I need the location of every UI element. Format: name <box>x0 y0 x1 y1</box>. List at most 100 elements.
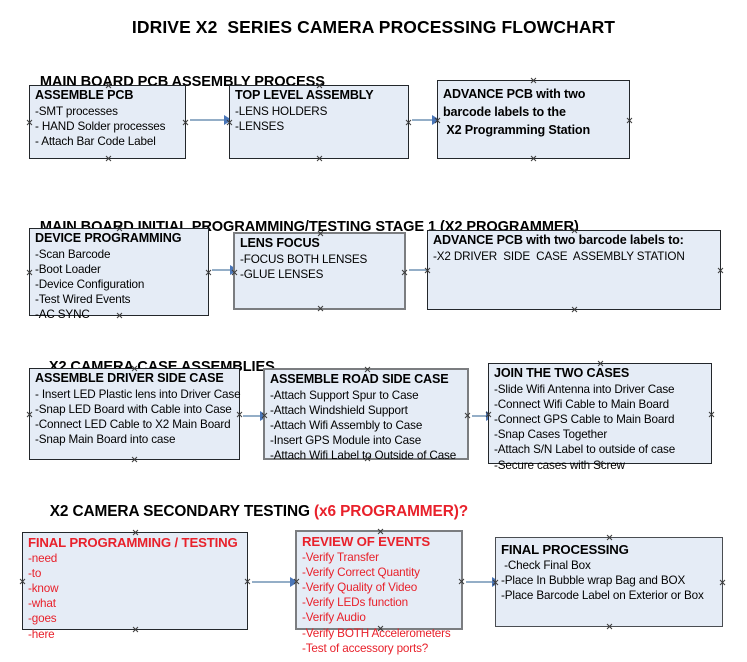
connector-handle-right <box>236 411 243 418</box>
connector-handle-right <box>405 119 412 126</box>
box-line: -SMT processes <box>35 104 118 118</box>
connector-handle-bottom <box>316 155 323 162</box>
box-line: -goes <box>28 612 57 626</box>
flow-box-review-of-events[interactable]: REVIEW OF EVENTS -Verify Transfer -Verif… <box>293 530 465 655</box>
connector-handle-left <box>26 119 33 126</box>
connector-handle-bottom <box>530 155 537 162</box>
flow-box-top-level-assembly[interactable]: TOP LEVEL ASSEMBLY -LENS HOLDERS -LENSES <box>229 85 409 159</box>
box-line: -Attach Wifi Assembly to Case <box>270 418 423 432</box>
connector-handle-bottom <box>317 305 324 312</box>
box-line: -Connect Wifi Cable to Main Board <box>494 397 669 411</box>
connector-handle-top <box>530 77 537 84</box>
box-line: -to <box>28 566 42 580</box>
connector-handle-bottom <box>105 155 112 162</box>
connector-handle-right <box>458 578 465 585</box>
box-line: -need <box>28 551 58 565</box>
box-line: -Connect GPS Cable to Main Board <box>494 412 675 426</box>
connector-handle-right <box>626 117 633 124</box>
box-line: - Insert LED Plastic lens into Driver Ca… <box>35 387 241 401</box>
box-line: -Place In Bubble wrap Bag and BOX <box>501 573 686 587</box>
connector-handle-bottom <box>131 456 138 463</box>
box-line: -Verify Correct Quantity <box>302 565 420 579</box>
box-heading: DEVICE PROGRAMMING <box>35 231 182 245</box>
box-heading: FINAL PROCESSING <box>501 542 629 557</box>
box-line: -Device Configuration <box>35 277 145 291</box>
flow-box-advance-pcb-driver-side-station[interactable]: ADVANCE PCB with two barcode labels to: … <box>427 230 721 310</box>
box-heading: FINAL PROGRAMMING / TESTING <box>28 535 238 550</box>
connector-handle-right <box>719 579 726 586</box>
connector-handle-left <box>485 411 492 418</box>
box-line: -FOCUS BOTH LENSES <box>240 252 368 266</box>
connector-handle-left <box>424 267 431 274</box>
box-line: -know <box>28 581 59 595</box>
box-line: -Verify BOTH Accelerometers <box>302 626 451 640</box>
flow-box-advance-pcb-programming-station[interactable]: ADVANCE PCB with two barcode labels to t… <box>437 80 630 159</box>
flow-box-assemble-pcb[interactable]: ASSEMBLE PCB -SMT processes - HAND Solde… <box>29 85 186 159</box>
box-line: -Slide Wifi Antenna into Driver Case <box>494 382 675 396</box>
box-line: -Verify Quality of Video <box>302 580 418 594</box>
connector-handle-right <box>717 267 724 274</box>
section-title-text: X2 CAMERA SECONDARY TESTING <box>49 503 315 520</box>
page-title: IDRIVE X2 SERIES CAMERA PROCESSING FLOWC… <box>131 17 616 37</box>
box-line: -Verify LEDs function <box>302 596 408 610</box>
connector-handle-left <box>19 578 26 585</box>
box-line: -Attach Windshield Support <box>270 403 408 417</box>
box-line: -Connect LED Cable to X2 Main Board <box>35 417 231 431</box>
box-line: -Attach Wifi Label to Outside of Case <box>270 449 457 463</box>
box-line: -GLUE LENSES <box>240 267 324 281</box>
box-line: -Verify Audio <box>302 611 366 625</box>
box-line: -what <box>28 597 56 611</box>
flow-box-assemble-road-side-case[interactable]: ASSEMBLE ROAD SIDE CASE -Attach Support … <box>261 368 469 463</box>
flow-box-join-the-two-cases[interactable]: JOIN THE TWO CASES -Slide Wifi Antenna i… <box>485 363 715 472</box>
box-line: -AC SYNC <box>35 308 90 322</box>
box-heading: ASSEMBLE ROAD SIDE CASE <box>270 372 449 386</box>
flow-box-final-programming-testing[interactable]: FINAL PROGRAMMING / TESTING -need -to -k… <box>19 532 251 641</box>
section-title-x2-camera-secondary-testing: X2 CAMERA SECONDARY TESTING (x6 PROGRAMM… <box>33 485 468 539</box>
box-line: X2 Programming Station <box>443 123 590 137</box>
box-line: -Check Final Box <box>501 558 591 572</box>
connector-handle-right <box>244 578 251 585</box>
box-line: -Boot Loader <box>35 262 101 276</box>
connector-handle-left <box>26 269 33 276</box>
box-line: -X2 DRIVER SIDE CASE ASSEMBLY STATION <box>433 249 685 263</box>
flow-box-final-processing[interactable]: FINAL PROCESSING -Check Final Box -Place… <box>495 537 723 627</box>
box-line: -Attach Support Spur to Case <box>270 388 419 402</box>
flow-box-device-programming[interactable]: DEVICE PROGRAMMING -Scan Barcode -Boot L… <box>26 228 209 321</box>
box-line: -LENSES <box>235 119 284 133</box>
connector-handle-left <box>434 117 441 124</box>
box-heading: ASSEMBLE DRIVER SIDE CASE <box>35 371 224 385</box>
connector-handle-left <box>26 411 33 418</box>
box-heading: ASSEMBLE PCB <box>35 88 134 102</box>
section-title-accent: (x6 PROGRAMMER)? <box>314 503 469 520</box>
box-line-overflow: -Test of accessory ports? <box>302 641 429 655</box>
arrow-final-programming-to-review-events <box>252 576 298 588</box>
box-line: -Attach S/N Label to outside of case <box>494 443 676 457</box>
flow-box-lens-focus[interactable]: LENS FOCUS -FOCUS BOTH LENSES -GLUE LENS… <box>233 232 406 310</box>
flow-box-assemble-driver-side-case[interactable]: ASSEMBLE DRIVER SIDE CASE - Insert LED P… <box>26 368 243 463</box>
box-line: -Snap Main Board into case <box>35 433 176 447</box>
box-line: -Snap Cases Together <box>494 428 608 442</box>
box-line: -Verify Transfer <box>302 550 379 564</box>
box-line: -Snap LED Board with Cable into Case <box>35 402 232 416</box>
connector-handle-bottom <box>606 623 613 630</box>
connector-handle-right <box>401 269 408 276</box>
connector-handle-right <box>708 411 715 418</box>
connector-handle-left <box>293 578 300 585</box>
box-line: -LENS HOLDERS <box>235 104 328 118</box>
box-line: - HAND Solder processes <box>35 119 166 133</box>
box-line: barcode labels to the <box>443 105 566 119</box>
box-heading: TOP LEVEL ASSEMBLY <box>235 88 374 102</box>
box-line: -here <box>28 627 55 641</box>
connector-handle-top <box>606 534 613 541</box>
connector-handle-left <box>261 412 268 419</box>
arrow-top-level-to-advance-pcb <box>412 114 440 126</box>
connector-handle-left <box>226 119 233 126</box>
box-line: - Attach Bar Code Label <box>35 134 156 148</box>
box-heading: REVIEW OF EVENTS <box>302 534 431 549</box>
box-line: -Test Wired Events <box>35 293 131 307</box>
box-heading: LENS FOCUS <box>240 236 320 250</box>
box-heading: ADVANCE PCB with two <box>443 87 586 101</box>
box-line: -Secure cases with Screw <box>494 458 625 472</box>
connector-handle-left <box>492 579 499 586</box>
